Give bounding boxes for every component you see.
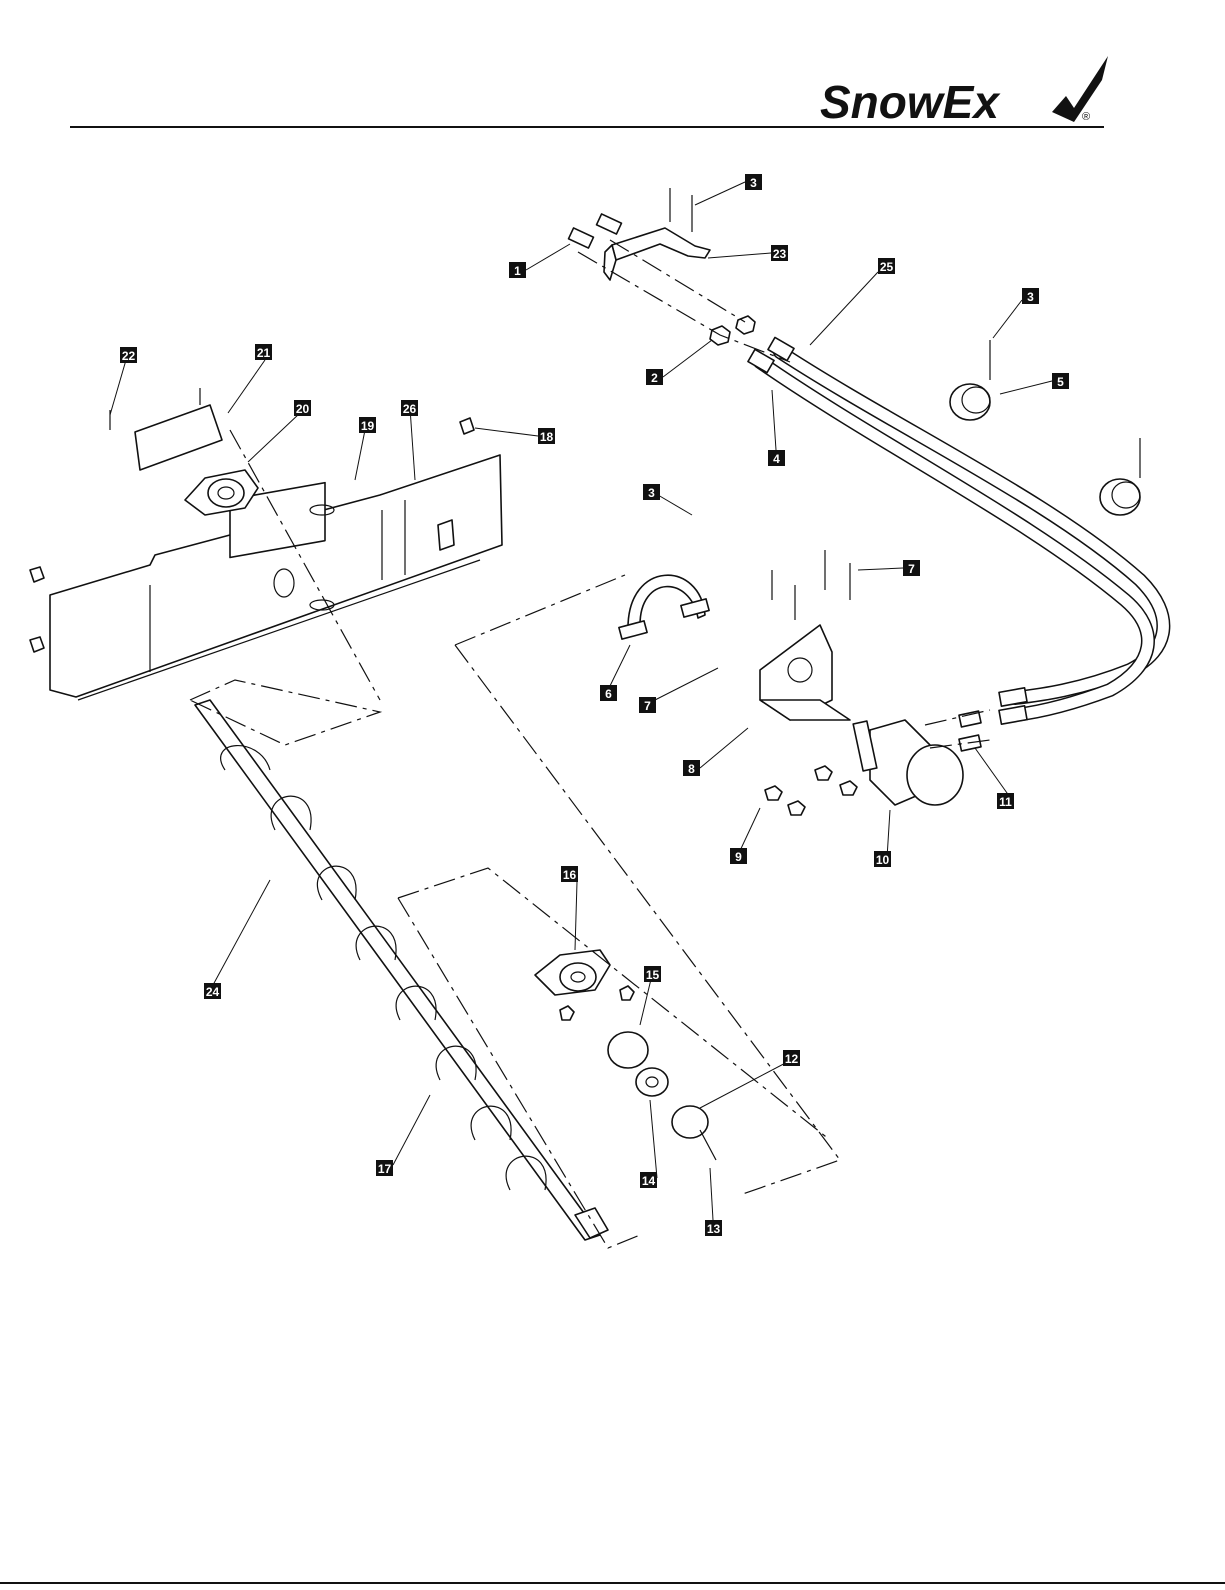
callout-5: 5 — [1052, 373, 1069, 389]
callout-9: 9 — [730, 848, 747, 864]
callout-25: 25 — [878, 258, 895, 274]
callout-number: 16 — [563, 868, 577, 882]
callout-number: 14 — [642, 1174, 656, 1188]
callout-3: 3 — [1022, 288, 1039, 304]
hose-clamps — [950, 340, 1140, 515]
callout-number: 15 — [646, 968, 660, 982]
callout-8: 8 — [683, 760, 700, 776]
callout-number: 18 — [540, 430, 554, 444]
callout-19: 19 — [359, 417, 376, 433]
callout-20: 20 — [294, 400, 311, 416]
callout-number: 8 — [688, 762, 695, 776]
brand-logo: SnowEx ® — [820, 56, 1108, 128]
svg-text:SnowEx: SnowEx — [820, 76, 1001, 128]
callout-number: 3 — [648, 486, 655, 500]
callout-number: 3 — [1027, 290, 1034, 304]
leader-lines — [110, 182, 1052, 1220]
callout-7: 7 — [639, 697, 656, 713]
cover-and-bearing — [110, 388, 258, 515]
callout-7: 7 — [903, 560, 920, 576]
callout-number: 24 — [206, 985, 220, 999]
callout-number: 23 — [773, 247, 787, 261]
callout-number: 1 — [514, 264, 521, 278]
callout-3: 3 — [643, 484, 660, 500]
callout-number: 4 — [773, 452, 780, 466]
hydraulic-motor — [853, 720, 963, 805]
callout-17: 17 — [376, 1160, 393, 1176]
callout-21: 21 — [255, 344, 272, 360]
hose-bracket — [604, 188, 710, 280]
callout-1: 1 — [509, 262, 526, 278]
callout-4: 4 — [768, 450, 785, 466]
callout-number: 2 — [651, 371, 658, 385]
callout-22: 22 — [120, 347, 137, 363]
callout-number: 17 — [378, 1162, 392, 1176]
callout-number: 9 — [735, 850, 742, 864]
callout-2: 2 — [646, 369, 663, 385]
callout-number: 5 — [1057, 375, 1064, 389]
callout-10: 10 — [874, 851, 891, 867]
callout-number: 22 — [122, 349, 136, 363]
callout-16: 16 — [561, 866, 578, 882]
callout-3: 3 — [745, 174, 762, 190]
lower-bearing-group — [535, 950, 716, 1160]
callout-number: 19 — [361, 419, 375, 433]
callout-13: 13 — [705, 1220, 722, 1236]
callout-6: 6 — [600, 685, 617, 701]
callout-12: 12 — [783, 1050, 800, 1066]
registered-mark: ® — [1082, 111, 1090, 123]
callout-number: 6 — [605, 687, 612, 701]
callout-15: 15 — [644, 966, 661, 982]
callout-18: 18 — [538, 428, 555, 444]
bearing-plate-assembly — [30, 418, 502, 700]
callouts: 1 2 3 3 3 4 5 6 7 7 8 9 10 11 12 13 14 1… — [120, 174, 1069, 1236]
callout-number: 7 — [644, 699, 651, 713]
nuts — [710, 316, 755, 345]
callout-number: 25 — [880, 260, 894, 274]
callout-number: 20 — [296, 402, 310, 416]
motor-mount-assembly — [619, 550, 857, 815]
callout-number: 10 — [876, 853, 890, 867]
callout-23: 23 — [771, 245, 788, 261]
callout-number: 12 — [785, 1052, 799, 1066]
checkmark-icon — [1052, 56, 1108, 122]
brand-name: SnowEx — [820, 76, 1001, 128]
callout-24: 24 — [204, 983, 221, 999]
callout-number: 21 — [257, 346, 271, 360]
callout-14: 14 — [640, 1172, 657, 1188]
callout-26: 26 — [401, 400, 418, 416]
callout-number: 3 — [750, 176, 757, 190]
callout-number: 26 — [403, 402, 417, 416]
callout-number: 7 — [908, 562, 915, 576]
callout-11: 11 — [997, 793, 1014, 809]
callout-number: 13 — [707, 1222, 721, 1236]
callout-number: 11 — [999, 795, 1012, 809]
